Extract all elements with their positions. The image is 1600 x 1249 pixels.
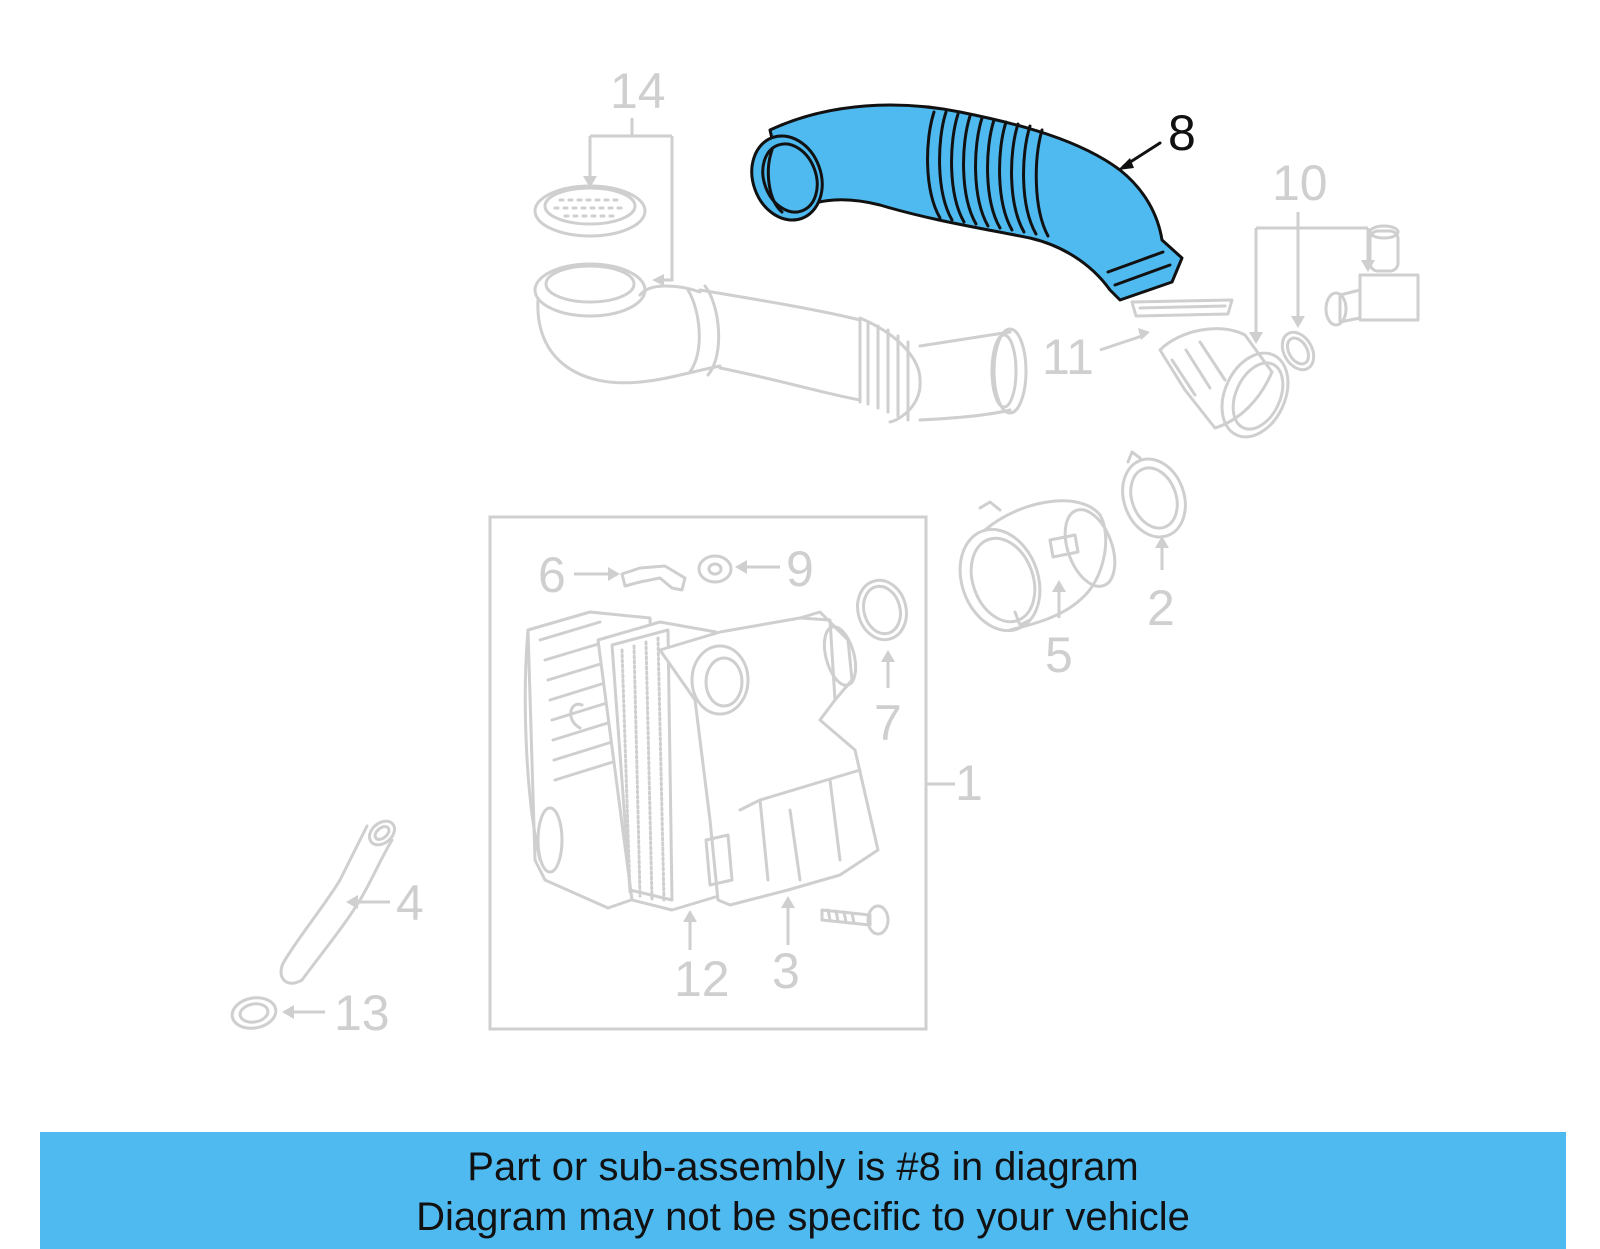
callout-10-leader — [1249, 212, 1375, 344]
part-13-clamp[interactable] — [230, 994, 279, 1031]
callout-13[interactable]: 13 — [334, 985, 390, 1041]
callout-8[interactable]: 8 — [1168, 105, 1196, 161]
callout-12[interactable]: 4 — [396, 875, 424, 931]
callout-4[interactable]: 3 — [772, 943, 800, 999]
callout-8-leader — [1118, 141, 1162, 170]
callout-9[interactable]: 2 — [1147, 580, 1175, 636]
callout-10[interactable]: 10 — [1272, 155, 1328, 211]
callout-6[interactable]: 5 — [1045, 627, 1073, 683]
part-5-bracket[interactable] — [620, 564, 687, 592]
callout-12-leader — [346, 895, 390, 909]
part-1-assembly-box[interactable] — [488, 515, 928, 1031]
callout-14-leader — [583, 118, 674, 286]
part-2-grommet[interactable] — [697, 554, 733, 584]
part-10-fitting-and-clamp[interactable] — [1276, 224, 1420, 375]
callout-6-leader — [1052, 580, 1066, 618]
callout-11[interactable]: 11 — [1042, 329, 1094, 385]
callout-3[interactable]: 12 — [674, 951, 730, 1007]
callout-5[interactable]: 6 — [538, 547, 566, 603]
callout-2[interactable]: 9 — [786, 541, 814, 597]
part-6-airflow-housing[interactable] — [947, 499, 1125, 642]
part-12-drain-hose[interactable] — [279, 816, 399, 985]
callout-14[interactable]: 14 — [610, 63, 666, 119]
callout-11-leader — [1099, 328, 1150, 352]
callout-13-leader — [282, 1005, 325, 1019]
part-9-clamp[interactable] — [1112, 450, 1196, 546]
part-14-intake-duct[interactable] — [533, 184, 1028, 424]
callout-1[interactable]: 1 — [955, 755, 983, 811]
callout-2-leader — [735, 560, 780, 574]
part-4-air-box-cover[interactable] — [658, 610, 880, 907]
banner-disclaimer-text: Diagram may not be specific to your vehi… — [416, 1195, 1190, 1239]
air-box-housing — [523, 610, 662, 910]
part-7-seal-ring[interactable] — [851, 575, 913, 645]
callout-5-leader — [574, 567, 620, 581]
screw — [820, 904, 890, 936]
callout-7[interactable]: 7 — [874, 695, 902, 751]
part-8-air-intake-hose[interactable] — [740, 103, 1184, 302]
callout-7-leader — [881, 650, 895, 688]
banner-part-text: Part or sub-assembly is #8 in diagram — [467, 1145, 1139, 1189]
info-banner: Part or sub-assembly is #8 in diagram Di… — [40, 1132, 1566, 1249]
callout-9-leader — [1155, 536, 1169, 570]
callout-3-leader — [683, 910, 697, 950]
part-11-duct-adapter[interactable] — [1130, 298, 1301, 448]
callout-4-leader — [781, 896, 795, 945]
